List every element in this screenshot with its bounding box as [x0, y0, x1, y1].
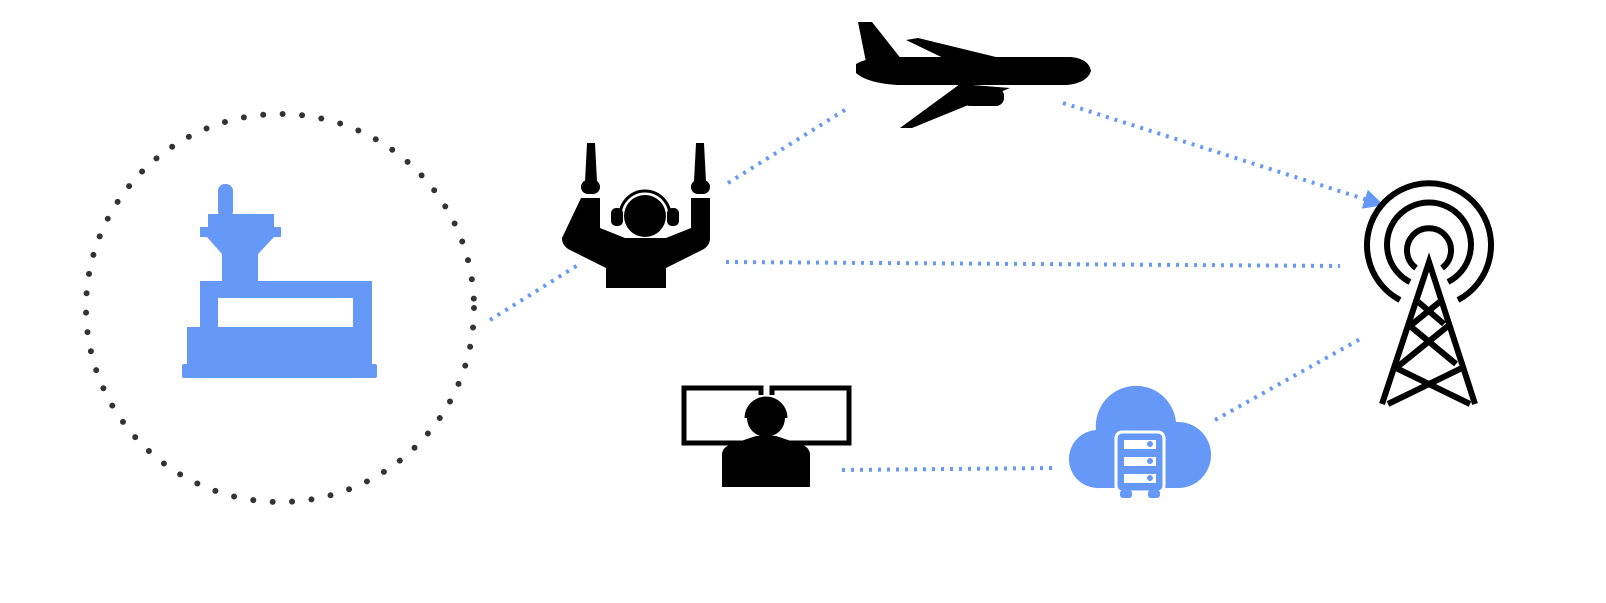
link-cloud-radio-tower: [1214, 336, 1363, 422]
radio-antenna-tower-icon: [1364, 180, 1494, 407]
link-marshaller-aircraft: [726, 106, 850, 185]
link-tower-marshaller: [488, 263, 580, 322]
link-aircraft-radio-tower: [1062, 101, 1384, 209]
operator-at-monitors-icon: [681, 385, 852, 487]
highlight-ring: [83, 111, 477, 505]
links: [488, 101, 1384, 472]
ground-marshaller-icon: [562, 143, 710, 288]
airport-control-tower-icon: [182, 184, 377, 378]
airplane-icon: [856, 22, 1091, 128]
link-marshaller-radio-tower: [725, 260, 1341, 268]
cloud-server-icon: [1068, 385, 1212, 498]
link-operator-cloud: [841, 466, 1058, 472]
